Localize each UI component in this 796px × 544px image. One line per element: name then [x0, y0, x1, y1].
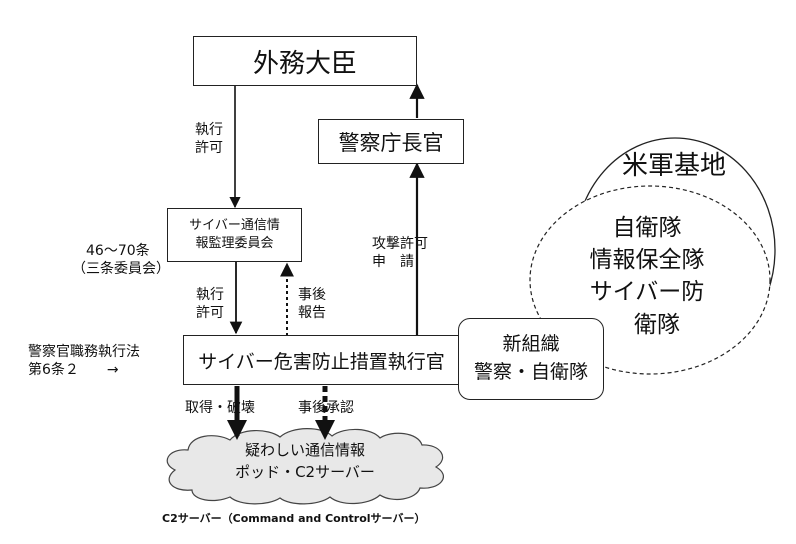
police-law-line2: 第6条２ →: [28, 361, 119, 378]
new-org-box: 新組織 警察・自衛隊: [458, 318, 604, 400]
exec-permit-bottom-label: 執行 許可: [196, 287, 224, 322]
committee-label-line2: 報監理委員会: [195, 236, 274, 251]
exec-permit-top-label: 執行 許可: [195, 122, 223, 157]
cyber-officer-box: サイバー危害防止措置執行官: [183, 335, 460, 385]
exec-permit-bottom-line1: 執行: [196, 287, 224, 303]
new-org-label-line1: 新組織: [502, 333, 560, 356]
cyber-officer-label: サイバー危害防止措置執行官: [198, 350, 445, 373]
committee-box: サイバー通信情 報監理委員会: [167, 208, 302, 262]
cloud-label-line2: ポッド・C2サーバー: [235, 462, 375, 481]
articles-line1: 46～70条: [86, 243, 150, 259]
sdf-label-line2: 情報保全隊: [589, 247, 705, 274]
attack-permit-line1: 攻撃許可: [372, 236, 428, 252]
committee-label-line1: サイバー通信情: [189, 218, 280, 234]
post-report-label: 事後 報告: [298, 287, 326, 322]
exec-permit-top-line1: 執行: [195, 122, 223, 138]
new-org-label-line2: 警察・自衛隊: [473, 361, 588, 383]
us-base-label: 米軍基地: [622, 151, 727, 181]
foreign-minister-box: 外務大臣: [193, 36, 417, 86]
police-law-line1: 警察官職務執行法: [28, 344, 140, 360]
sdf-label-line1: 自衛隊: [612, 215, 682, 241]
post-report-line1: 事後: [298, 287, 326, 303]
post-report-line2: 報告: [298, 304, 326, 321]
cloud-label-line1: 疑わしい通信情報: [244, 441, 365, 459]
exec-permit-bottom-line2: 許可: [196, 304, 224, 321]
police-chief-box: 警察庁長官: [318, 119, 464, 164]
acquire-destroy-label: 取得・破壊: [185, 400, 255, 416]
sdf-label-line4: 衛隊: [634, 311, 680, 338]
articles-label: 46～70条 （三条委員会）: [72, 243, 170, 278]
attack-permit-label: 攻撃許可 申 請: [372, 236, 428, 271]
post-approval-label: 事後承認: [298, 400, 354, 416]
cloud-label: 疑わしい通信情報 ポッド・C2サーバー: [210, 440, 400, 484]
articles-line2: （三条委員会）: [72, 260, 170, 277]
sdf-label: 自衛隊 情報保全隊 サイバー防 衛隊: [586, 212, 708, 341]
police-chief-label: 警察庁長官: [338, 130, 444, 155]
police-law-label: 警察官職務執行法 第6条２ →: [28, 344, 140, 379]
sdf-label-line3: サイバー防: [589, 279, 705, 306]
foreign-minister-label: 外務大臣: [252, 48, 357, 79]
footnote: C2サーバー（Command and Controlサーバー）: [162, 512, 426, 525]
attack-permit-line2: 申 請: [372, 253, 414, 270]
exec-permit-top-line2: 許可: [195, 139, 223, 156]
